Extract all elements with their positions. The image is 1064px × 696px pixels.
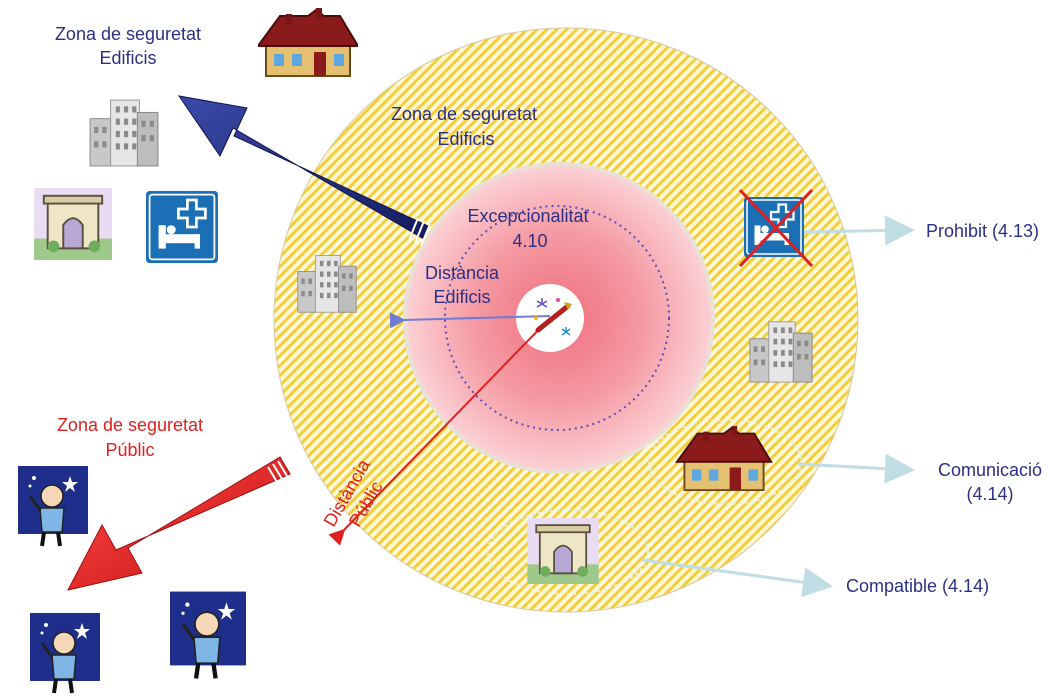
monument-arch-icon xyxy=(526,518,600,584)
spectator-icon xyxy=(170,592,246,679)
hospital-sign-icon xyxy=(146,190,218,264)
compatible-connector xyxy=(641,558,833,598)
building-distance-label: Distància xyxy=(425,263,500,283)
communication-connector xyxy=(797,453,915,484)
zone-buildings-inside-subtitle: Edificis xyxy=(437,129,494,149)
fireworks-icon xyxy=(534,298,572,336)
communication-sublabel: (4.14) xyxy=(966,484,1013,504)
zone-public-subtitle: Públic xyxy=(105,440,154,460)
zone-buildings-outside-title: Zona de seguretat xyxy=(55,24,201,44)
monument-compatibility-ellipse xyxy=(487,509,649,595)
house-compatibility-ellipse xyxy=(648,419,802,505)
zone-buildings-outside-subtitle: Edificis xyxy=(99,48,156,68)
house-icon xyxy=(258,8,358,77)
prohibited-hospital-icon xyxy=(738,188,814,268)
compatible-label: Compatible (4.14) xyxy=(846,576,989,596)
public-distance-arrow xyxy=(328,317,551,546)
building-distance-arrow xyxy=(389,312,551,329)
prohibited-connector xyxy=(803,215,915,246)
communication-label: Comunicació xyxy=(938,460,1042,480)
public-safety-zone-arrow xyxy=(67,456,291,591)
monument-arch-icon xyxy=(34,188,112,260)
spectator-icon xyxy=(30,613,100,693)
building-distance-sublabel: Edificis xyxy=(433,287,490,307)
building-distance-ring xyxy=(444,205,670,431)
prohibited-label: Prohibit (4.13) xyxy=(926,221,1039,241)
exceptionality-label: Excepcionalitat xyxy=(467,206,588,226)
zone-public-title: Zona de seguretat xyxy=(57,415,203,435)
buildings-safety-zone-arrow xyxy=(177,95,431,247)
exceptionality-number: 4.10 xyxy=(512,231,547,251)
zone-buildings-inside-title: Zona de seguretat xyxy=(391,104,537,124)
office-building-icon xyxy=(89,99,159,167)
spectator-icon xyxy=(18,466,88,546)
